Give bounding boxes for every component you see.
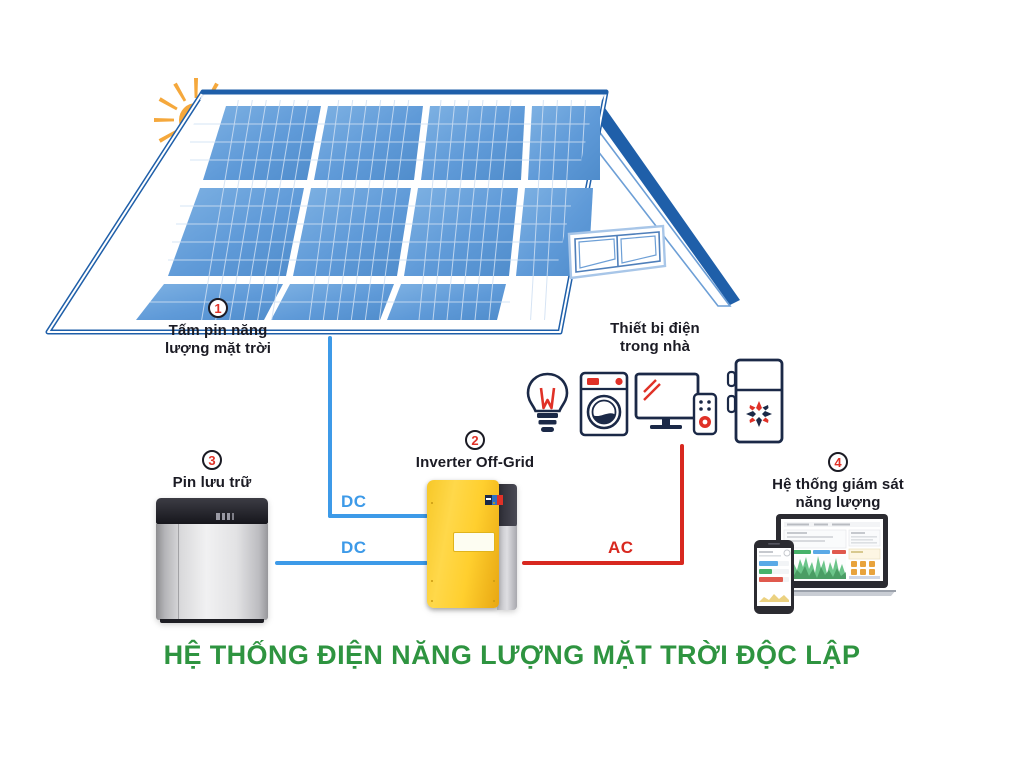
monitoring-devices — [748, 512, 898, 617]
wire-ac-horizontal — [522, 561, 684, 565]
house-window-icon — [565, 222, 670, 282]
wire-label-dc-panel: DC — [341, 492, 367, 511]
inverter-device — [415, 478, 523, 613]
badge-number-1: 1 — [208, 298, 228, 318]
laptop-icon — [768, 514, 896, 596]
house-roof-with-solar-panels — [40, 70, 800, 370]
label-inverter-text: Inverter Off-Grid — [415, 454, 535, 471]
light-bulb-icon — [520, 368, 575, 440]
page-title: HỆ THỐNG ĐIỆN NĂNG LƯỢNG MẶT TRỜI ĐỘC LẬ… — [163, 640, 861, 670]
battery-body — [156, 524, 268, 620]
badge-number-2: 2 — [465, 430, 485, 450]
refrigerator-icon — [724, 358, 786, 446]
battery-base — [160, 619, 264, 623]
snowflake-icon — [746, 401, 772, 427]
wire-label-ac: AC — [608, 538, 634, 557]
washing-machine-icon — [578, 370, 630, 438]
label-monitoring: 4 Hệ thống giám sát năng lượng — [748, 452, 928, 513]
label-inverter: 2 Inverter Off-Grid — [385, 430, 565, 472]
battery-edge-seam — [178, 524, 179, 620]
wire-dc-panel-vertical — [328, 336, 332, 518]
remote-control-icon — [692, 392, 718, 436]
inverter-side-bottom — [497, 526, 517, 610]
label-battery: 3 Pin lưu trữ — [132, 450, 292, 492]
label-home-appliances: Thiết bị điện trong nhà — [610, 320, 700, 356]
badge-number-4: 4 — [828, 452, 848, 472]
wire-dc-battery-horizontal — [275, 561, 428, 565]
inverter-body — [427, 480, 503, 608]
inverter-display — [453, 532, 495, 552]
wire-label-dc-battery: DC — [341, 538, 367, 557]
smartphone-icon — [754, 540, 794, 614]
label-solar-panel: 1 Tấm pin năng lượng mặt trời — [128, 298, 308, 359]
label-monitoring-text: Hệ thống giám sát năng lượng — [772, 476, 904, 512]
inverter-brand-logo — [485, 492, 503, 505]
inverter-side-top — [497, 484, 517, 528]
label-battery-text: Pin lưu trữ — [172, 474, 252, 491]
wire-ac-vertical — [680, 444, 684, 564]
battery-top-panel — [156, 498, 268, 524]
wire-dc-panel-horizontal — [328, 514, 428, 518]
badge-number-3: 3 — [202, 450, 222, 470]
solar-panel-array — [136, 100, 600, 320]
television-icon — [634, 372, 712, 440]
label-solar-panel-text: Tấm pin năng lượng mặt trời — [164, 322, 272, 358]
battery-indicator-lights — [216, 507, 242, 520]
battery-storage-device — [152, 498, 270, 623]
